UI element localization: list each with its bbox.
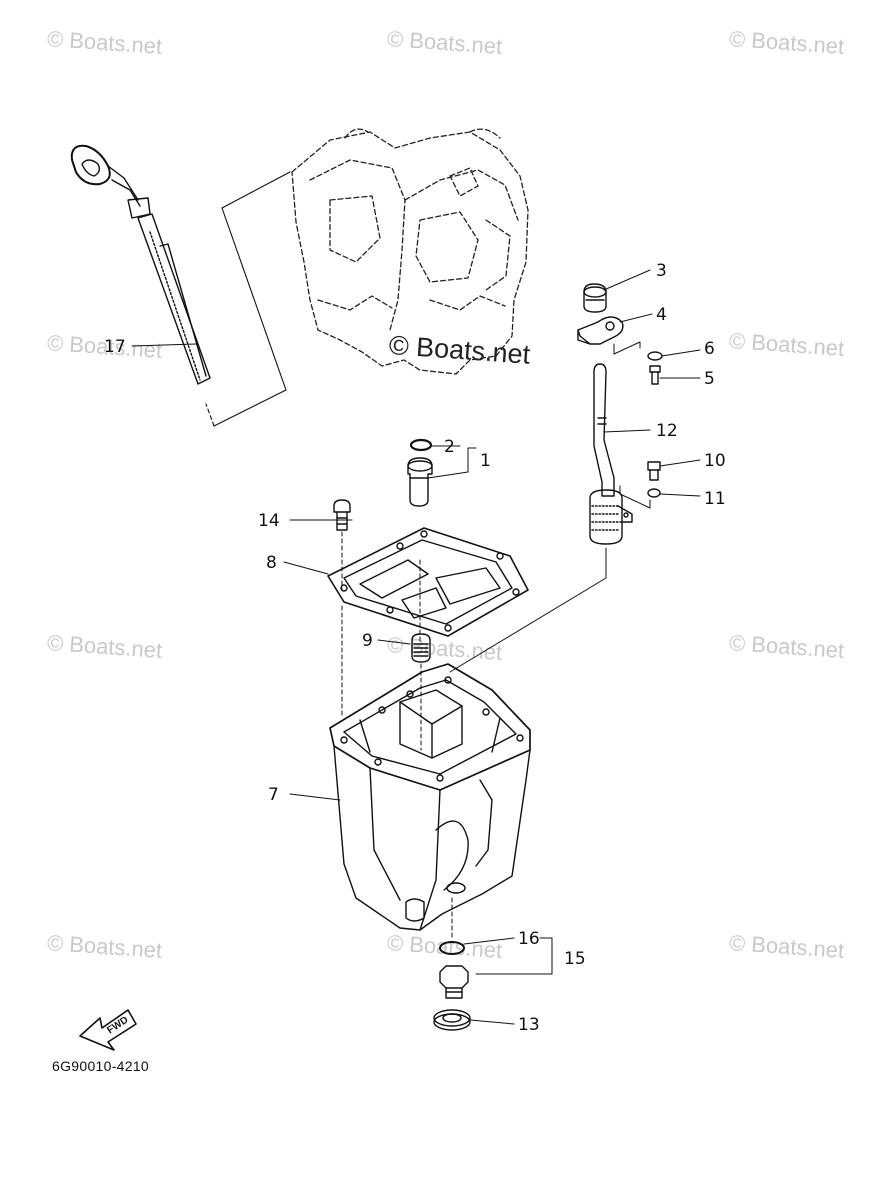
callout-14: 14 <box>258 511 280 531</box>
callout-3: 3 <box>656 261 667 281</box>
callout-10: 10 <box>704 451 726 471</box>
part-10-bolt <box>647 461 661 481</box>
callout-12: 12 <box>656 421 678 441</box>
part-3-cap <box>583 283 607 313</box>
part-4-bracket <box>577 316 624 345</box>
part-11-washer <box>647 488 661 498</box>
callout-16: 16 <box>518 929 540 949</box>
part-14-bolt <box>333 499 351 531</box>
part-15-drain-plug <box>439 965 469 999</box>
callout-9: 9 <box>362 631 373 651</box>
callout-15: 15 <box>564 949 586 969</box>
part-13-gasket <box>433 1009 471 1031</box>
fwd-label: FWD <box>105 1015 130 1037</box>
callout-6: 6 <box>704 339 715 359</box>
callout-1: 1 <box>480 451 491 471</box>
part-16-o-ring <box>439 941 465 955</box>
part-8-gasket <box>327 527 529 637</box>
callout-17: 17 <box>104 337 126 357</box>
callout-4: 4 <box>656 305 667 325</box>
dipstick <box>70 144 211 385</box>
callout-5: 5 <box>704 369 715 389</box>
callout-7: 7 <box>268 785 279 805</box>
fwd-arrow-icon <box>79 1009 137 1051</box>
callout-2: 2 <box>444 437 455 457</box>
part-1-valve <box>407 457 433 507</box>
callout-13: 13 <box>518 1015 540 1035</box>
engine-block <box>291 128 529 375</box>
part-9-screen <box>411 633 431 663</box>
part-7-oil-pan <box>329 663 531 931</box>
part-12-oil-strainer <box>589 363 633 545</box>
part-6-washer <box>647 351 663 361</box>
callout-numbers: 3 4 6 5 12 10 11 2 1 14 8 9 7 16 15 13 1… <box>104 261 726 1035</box>
leader-lines <box>131 269 701 1025</box>
diagram-code: 6G90010-4210 <box>52 1058 150 1074</box>
callout-11: 11 <box>704 489 726 509</box>
callout-8: 8 <box>266 553 277 573</box>
part-5-bolt <box>649 365 661 385</box>
dipstick-phantom-frame <box>205 171 291 427</box>
part-2-o-ring <box>409 438 433 452</box>
